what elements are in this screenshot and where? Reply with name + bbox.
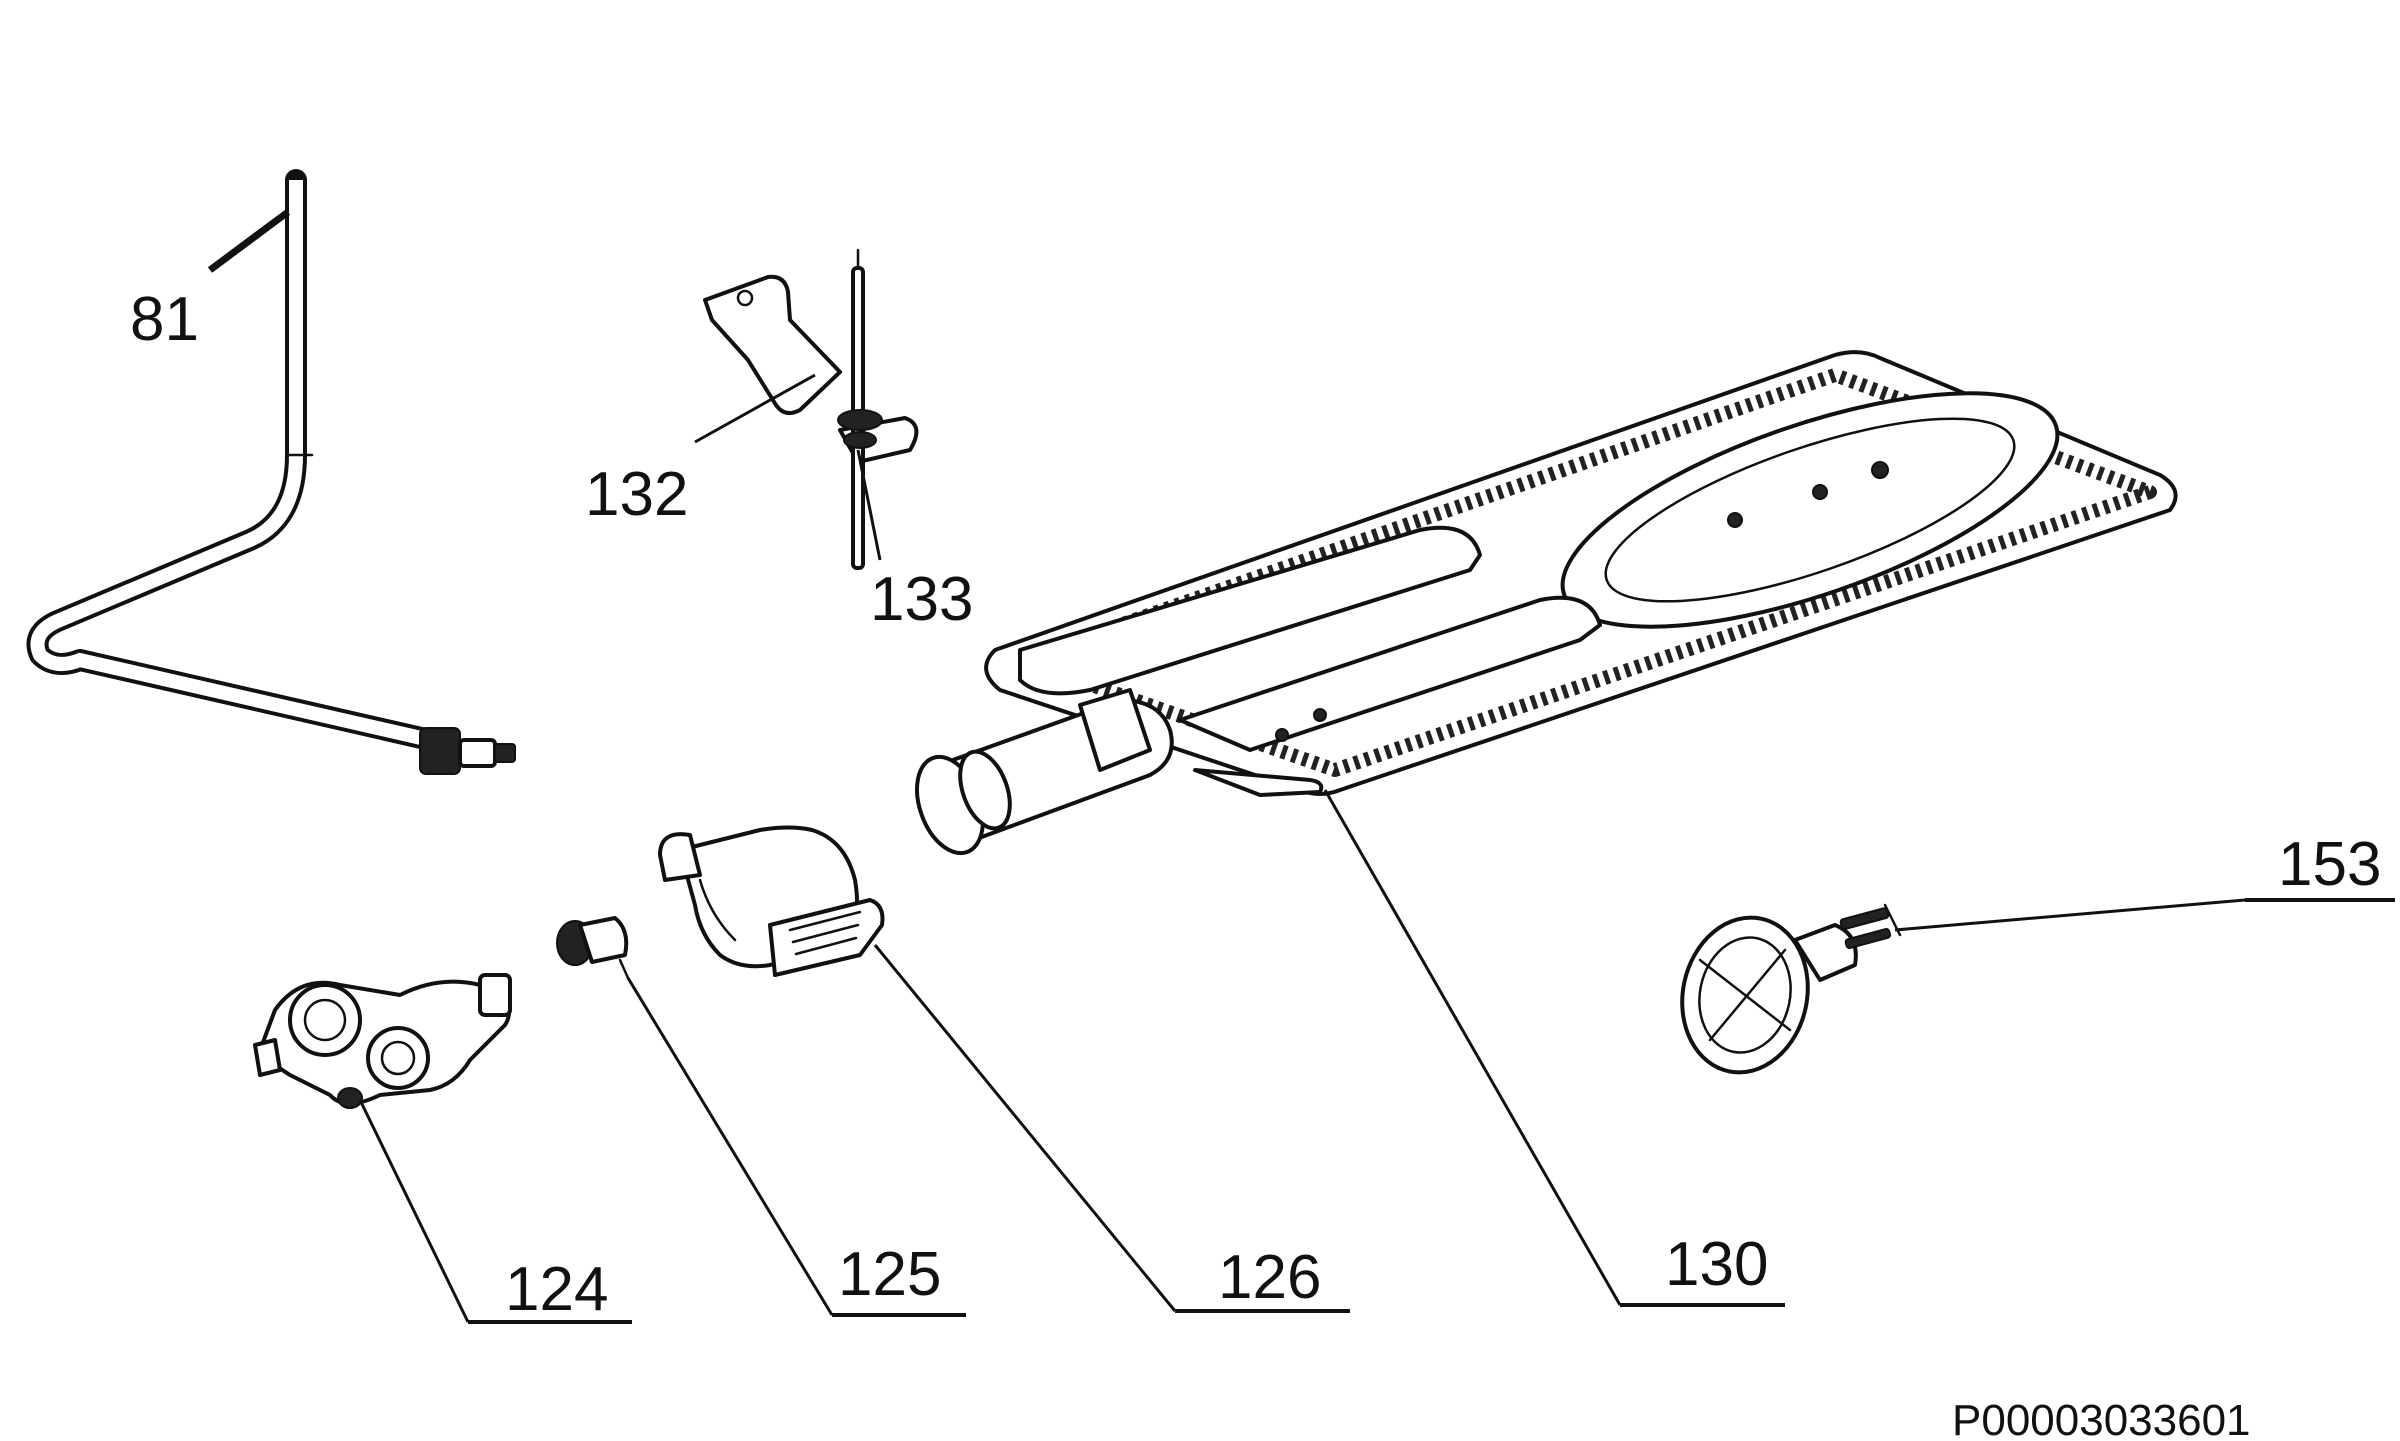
- part-125-injector[interactable]: [556, 916, 630, 980]
- part-124-gas-tap[interactable]: [253, 973, 512, 1109]
- part-130-burner[interactable]: [905, 345, 2178, 862]
- callout-133: 133: [856, 449, 973, 634]
- drawing-code: P00003033601: [1952, 1396, 2251, 1441]
- part-126-injector-holder[interactable]: [658, 825, 885, 977]
- part-132-bracket[interactable]: [703, 274, 919, 464]
- callout-153: 153: [1894, 830, 2395, 932]
- label-130: 130: [1665, 1230, 1768, 1299]
- part-153-knob[interactable]: [1668, 903, 1902, 1084]
- label-133: 133: [870, 565, 973, 634]
- label-81: 81: [130, 285, 199, 354]
- label-153: 153: [2278, 830, 2381, 899]
- callout-125: 125: [626, 977, 966, 1317]
- label-126: 126: [1218, 1243, 1321, 1312]
- part-133-electrode[interactable]: [837, 248, 883, 570]
- callout-130: 130: [1323, 789, 1785, 1307]
- label-124: 124: [505, 1255, 608, 1324]
- callout-124: 124: [358, 1099, 632, 1324]
- part-81-gas-pipe[interactable]: [26, 169, 516, 775]
- callout-81: 81: [130, 209, 291, 354]
- callout-126: 126: [873, 944, 1350, 1313]
- label-125: 125: [838, 1240, 941, 1309]
- callout-132: 132: [585, 373, 816, 529]
- label-132: 132: [585, 460, 688, 529]
